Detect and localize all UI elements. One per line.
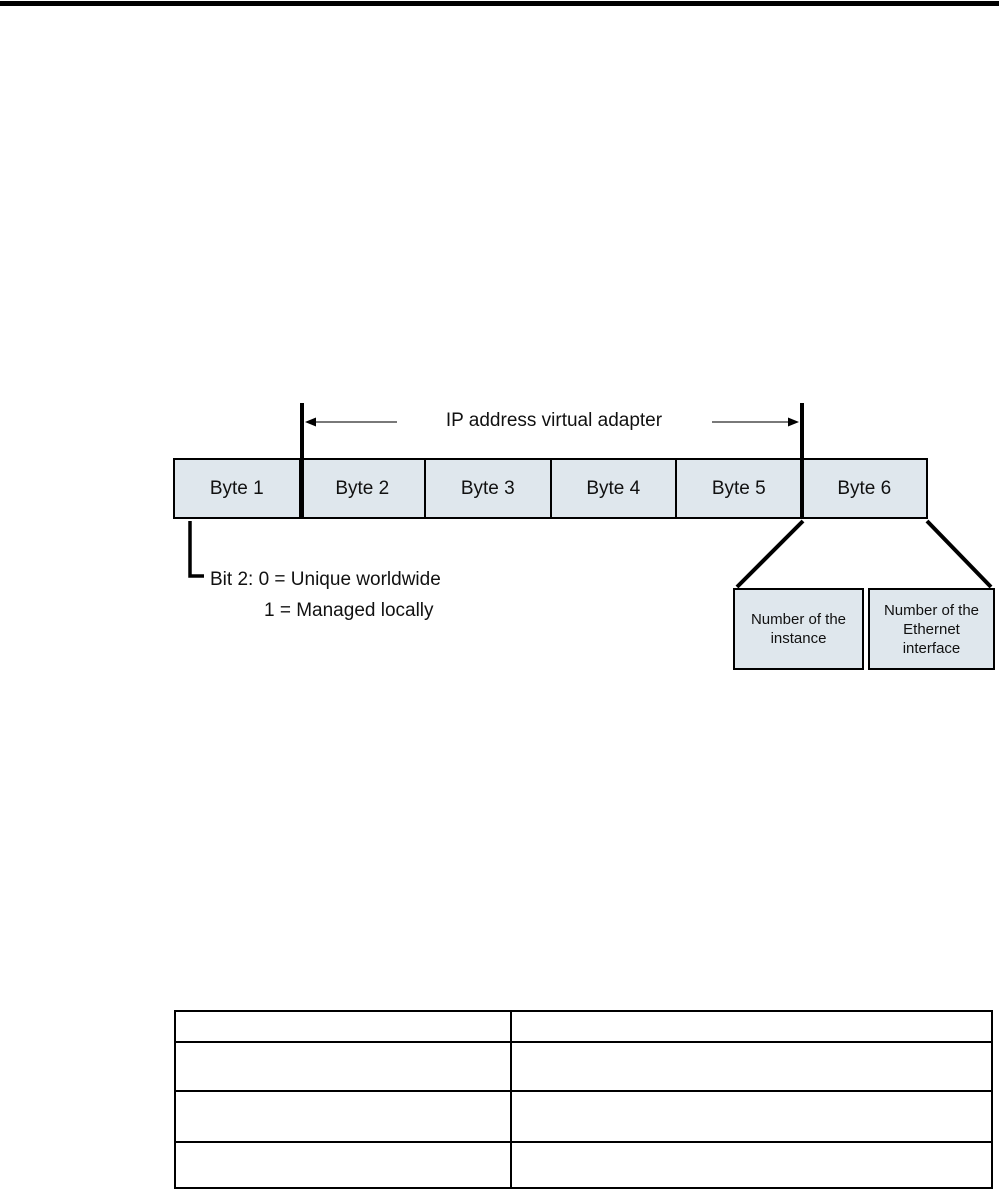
table-cell [512,1043,991,1090]
table-cell [176,1012,512,1041]
byte-cell-6: Byte 6 [803,460,927,517]
table-cell [512,1012,991,1041]
table-cell [176,1043,512,1090]
table-row [176,1141,991,1187]
byte-cell-3: Byte 3 [426,460,552,517]
left-arrow-head-icon [305,417,316,427]
right-arrow-head-icon [788,417,799,427]
ethernet-box-label: Number of the Ethernet interface [883,601,980,657]
table-cell [512,1092,991,1141]
byte-cell-label: Byte 2 [335,477,390,499]
table-cell [512,1143,991,1187]
byte6-expand-right-line [925,519,993,589]
bit2-connector-line [188,521,204,578]
details-table [174,1010,993,1189]
byte-cell-label: Byte 4 [586,477,641,499]
instance-box-label: Number of the instance [750,611,847,647]
byte-cell-label: Byte 1 [209,477,264,499]
byte-row: Byte 1 Byte 2 Byte 3 Byte 4 Byte 5 Byte … [173,458,928,519]
table-row [176,1090,991,1141]
page-top-rule [0,1,999,6]
table-cell [176,1143,512,1187]
byte-cell-2: Byte 2 [301,460,426,517]
bit2-note-line2: 1 = Managed locally [264,600,434,621]
table-cell [176,1092,512,1141]
byte6-expand-left-line [735,519,805,589]
byte-cell-label: Byte 3 [460,477,515,499]
byte-cell-1: Byte 1 [175,460,301,517]
instance-box: Number of the instance [733,588,864,670]
table-row [176,1012,991,1041]
byte-cell-5: Byte 5 [677,460,803,517]
byte-cell-4: Byte 4 [552,460,677,517]
ethernet-box: Number of the Ethernet interface [868,588,995,670]
byte-cell-label: Byte 6 [837,477,892,499]
byte-cell-label: Byte 5 [711,477,766,499]
bit2-note-line1: Bit 2: 0 = Unique worldwide [210,569,441,590]
diagram-title: IP address virtual adapter [445,410,663,431]
table-row [176,1041,991,1090]
